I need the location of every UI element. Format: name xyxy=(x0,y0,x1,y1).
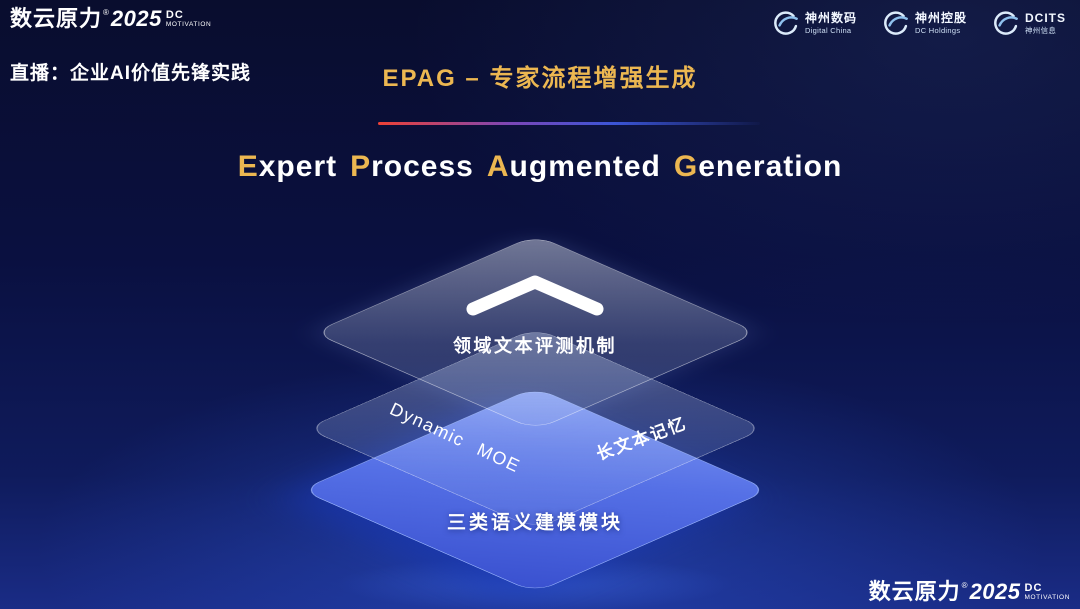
gradient-divider xyxy=(378,122,760,125)
brand-tagline-dc: DC xyxy=(165,9,184,21)
chevron-up-icon xyxy=(460,270,610,323)
section-title: EPAG – 专家流程增强生成 xyxy=(382,65,698,92)
partner-text: DCITS 神州信息 xyxy=(1025,11,1066,34)
brand-name: 数云原力 xyxy=(10,6,103,31)
dc-holdings-swoosh-icon xyxy=(884,11,908,35)
partner-name: DCITS xyxy=(1025,11,1066,26)
registered-mark: ® xyxy=(961,581,968,590)
partner-subtitle: Digital China xyxy=(804,25,852,35)
partner-dc-holdings: 神州控股 DC Holdings xyxy=(881,9,967,37)
title-word-generation: Generation xyxy=(673,150,843,183)
registered-mark: ® xyxy=(103,8,109,17)
brand-tagline: DC MOTIVATION xyxy=(166,8,211,29)
partner-text: 神州数码 Digital China xyxy=(805,11,857,34)
brand-logo: 数云原力 ® 2025 DC MOTIVATION xyxy=(10,8,211,30)
title-word-process: Process xyxy=(350,150,474,183)
top-layer-label: 领域文本评测机制 xyxy=(453,336,617,356)
brand-name: 数云原力 xyxy=(868,579,961,604)
brand-tagline-motivation: MOTIVATION xyxy=(1024,594,1070,601)
live-stream-label: 直播：企业AI价值先锋实践 xyxy=(10,63,252,84)
brand-tagline-dc: DC xyxy=(1024,582,1043,594)
partner-name: 神州数码 xyxy=(804,11,857,26)
partner-dcits: DCITS 神州信息 xyxy=(991,9,1066,37)
bottom-layer-label: 三类语义建模模块 xyxy=(446,512,624,534)
partner-subtitle: 神州信息 xyxy=(1025,25,1057,35)
partner-name: 神州控股 xyxy=(914,11,967,26)
brand-year: 2025 xyxy=(969,579,1021,604)
partner-subtitle: DC Holdings xyxy=(914,25,961,35)
digital-china-swoosh-icon xyxy=(774,11,798,35)
brand-tagline: DC MOTIVATION xyxy=(1025,581,1070,602)
brand-tagline-motivation: MOTIVATION xyxy=(165,21,212,28)
partner-digital-china: 神州数码 Digital China xyxy=(771,9,857,37)
brand-year: 2025 xyxy=(110,6,162,31)
title-word-expert: Expert xyxy=(237,150,338,183)
dcits-swoosh-icon xyxy=(994,11,1018,35)
title-word-augmented: Augmented xyxy=(486,150,661,183)
partner-logos: 神州数码 Digital China 神州控股 DC Holdings DCIT… xyxy=(771,9,1066,37)
page-title: Expert Process Augmented Generation xyxy=(0,150,1080,184)
partner-text: 神州控股 DC Holdings xyxy=(915,11,967,34)
footer-brand-logo: 数云原力 ® 2025 DC MOTIVATION xyxy=(869,581,1070,603)
